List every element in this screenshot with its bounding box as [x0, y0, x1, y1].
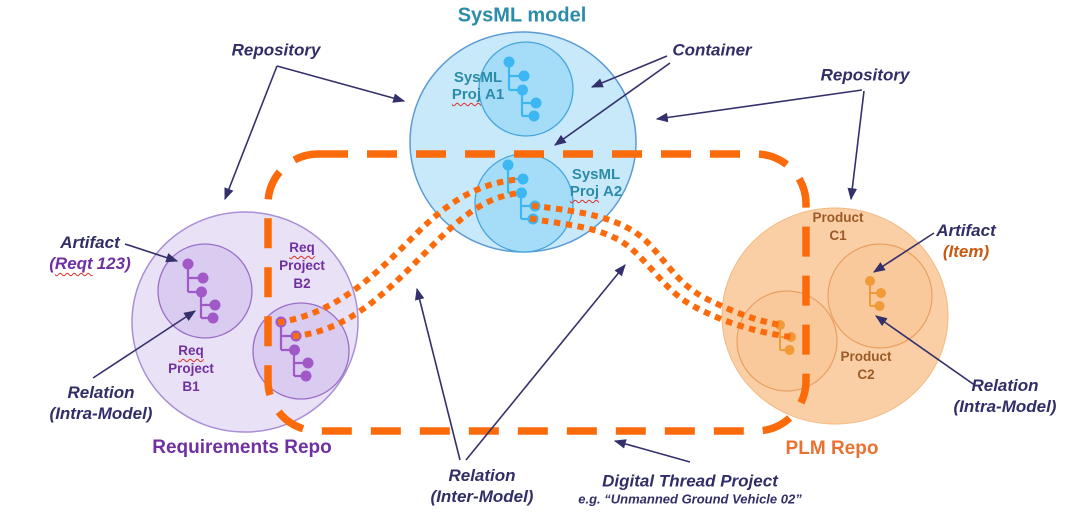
- artifact-right-label: Artifact (Item): [936, 220, 996, 261]
- req-project-b1-label: Req Project B1: [168, 343, 214, 394]
- requirements-repo-title: Requirements Repo: [152, 437, 332, 459]
- arrow-relation-inter-left: [414, 287, 461, 461]
- relation-line-a2-c-upper: [531, 202, 784, 329]
- sysml-proj-a1-line1: SysML: [453, 69, 503, 86]
- arrow-relation-left: [92, 310, 197, 379]
- arrow-repository-left-to-sysml: [276, 65, 406, 103]
- req-project-b2-circle: [252, 302, 350, 400]
- relation-line-a2-c-lower: [529, 215, 795, 341]
- product-c1-label: Product C1: [812, 210, 864, 243]
- relation-inter-label: Relation (Inter-Model): [430, 465, 534, 506]
- arrow-relation-inter-right: [465, 264, 626, 461]
- digital-thread-project-boundary: [264, 150, 810, 435]
- sysml-proj-a2-line1: SysML: [571, 166, 621, 183]
- arrow-artifact-left: [124, 243, 179, 263]
- relation-line-b2-a2-upper: [277, 175, 527, 326]
- req-project-b2-label: Req Project B2: [279, 240, 325, 291]
- arrow-repository-right-to-sysml: [655, 89, 863, 123]
- plm-product-circle-left: [736, 290, 838, 392]
- arrow-repository-right-to-plm: [847, 90, 865, 201]
- arrow-artifact-right: [872, 232, 935, 273]
- inter-model-relation-lines: [277, 175, 795, 341]
- relation-right-label: Relation (Intra-Model): [953, 375, 1057, 416]
- arrow-container-to-a1: [590, 55, 668, 88]
- repository-label-right: Repository: [820, 65, 910, 85]
- relation-line-b2-a2-lower: [292, 189, 525, 340]
- arrow-repository-left-to-req: [224, 65, 278, 201]
- product-c2-label: Product C2: [840, 349, 892, 382]
- arrow-relation-right: [875, 315, 977, 387]
- digital-thread-label: Digital Thread Project e.g. “Unmanned Gr…: [578, 471, 802, 507]
- sysml-model-title: SysML model: [457, 4, 587, 27]
- repository-label-left: Repository: [231, 40, 321, 60]
- annotation-arrows: [92, 55, 977, 463]
- arrow-container-to-a2: [554, 62, 671, 146]
- plm-repo-title: PLM Repo: [785, 438, 879, 460]
- arrow-digital-thread: [613, 439, 691, 463]
- container-label: Container: [672, 40, 752, 60]
- relation-left-label: Relation (Intra-Model): [49, 382, 153, 423]
